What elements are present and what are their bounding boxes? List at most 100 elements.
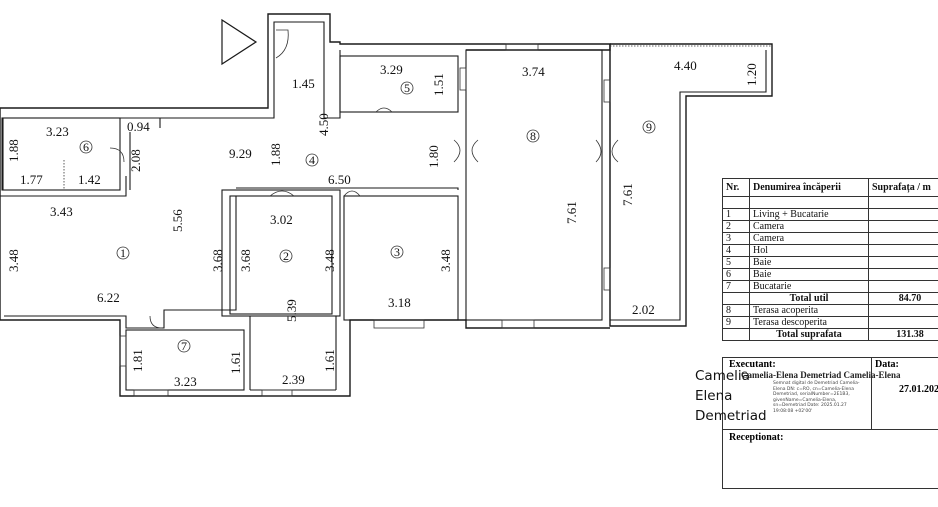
room-1-bottom <box>4 196 237 329</box>
dim-label: 3.43 <box>50 204 73 219</box>
window-8-9-a <box>603 79 611 103</box>
table-row: 5 Baie <box>722 256 938 269</box>
dim-label: 7.61 <box>564 201 579 224</box>
total-util-row: Total util 84.70 <box>722 292 938 305</box>
room-marker-9 <box>642 120 656 134</box>
executant-label: Executant: <box>729 359 776 370</box>
dim-label: 5.56 <box>170 209 185 232</box>
dim-label: 3.48 <box>322 249 337 272</box>
cell-nr: 9 <box>722 316 750 329</box>
room-5-walls <box>339 55 459 113</box>
dim-label: 1.61 <box>228 351 243 374</box>
signature-top: Executant: Data: Camelia-Elena Demetriad… <box>695 358 938 430</box>
door-room-2 <box>269 190 295 197</box>
room-marker-3 <box>390 245 404 259</box>
dim-label: 3.23 <box>174 374 197 389</box>
dimension-labels: 1.45 4.50 3.29 1.51 3.74 4.40 1.20 3.23 … <box>6 58 759 389</box>
door-room-3 <box>343 190 361 197</box>
outer-wall-left <box>0 108 610 397</box>
cell-area <box>868 208 938 221</box>
dim-label: 4.40 <box>674 58 697 73</box>
cell-nr: 2 <box>722 220 750 233</box>
room-marker-2 <box>279 249 293 263</box>
door-room-9-a <box>595 139 602 163</box>
room-marker-8 <box>526 129 540 143</box>
room-marker-1 <box>116 246 130 260</box>
cell-name: Living + Bucatarie <box>749 208 869 221</box>
dim-label: 3.48 <box>438 249 453 272</box>
dim-label: 3.02 <box>270 212 293 227</box>
room-marker-6 <box>79 140 93 154</box>
dim-label: 7.61 <box>620 183 635 206</box>
signature-block: Executant: Data: Camelia-Elena Demetriad… <box>695 357 938 489</box>
dim-label: 1.61 <box>322 349 337 372</box>
cell-name: Baie <box>749 256 869 269</box>
door-room-5 <box>375 107 393 113</box>
signer-line: Demetriad <box>695 408 767 424</box>
room-2-walls <box>229 195 333 315</box>
cell-area <box>868 244 938 257</box>
date-label: Data: <box>875 359 899 370</box>
cell-name <box>749 196 869 209</box>
outer-wall-right <box>609 43 773 327</box>
room-marker-7 <box>177 339 191 353</box>
window-room-2 <box>261 389 293 397</box>
dim-label: 3.68 <box>238 249 253 272</box>
room-6-walls <box>1 117 121 191</box>
room-marker-4 <box>305 153 319 167</box>
cell-empty <box>722 292 750 305</box>
hall-corridor <box>236 187 459 190</box>
dim-label: 1.88 <box>268 143 283 166</box>
dim-label: 1.80 <box>426 145 441 168</box>
dim-label: 3.29 <box>380 62 403 77</box>
digital-cert-text: Semnat digital de Demetriad Camelia-Elen… <box>773 381 860 414</box>
cell-name: Camera <box>749 232 869 245</box>
total-row: Total suprafata 131.38 <box>722 328 938 341</box>
room-number-1: 1 <box>120 246 126 260</box>
table-header-row: Nr. Denumirea încăperii Suprafața / m <box>722 178 938 197</box>
room-number-3: 3 <box>394 245 400 259</box>
dim-label: 0.94 <box>127 119 150 134</box>
dim-label: 2.02 <box>632 302 655 317</box>
dim-label: 2.39 <box>282 372 305 387</box>
col-header-name: Denumirea încăperii <box>749 178 869 197</box>
room-number-8: 8 <box>530 129 536 143</box>
table-row: 4 Hol <box>722 244 938 257</box>
table-row <box>722 196 938 209</box>
dim-label: 5.39 <box>284 299 299 322</box>
dim-label: 1.77 <box>20 172 43 187</box>
cell-name: Camera <box>749 220 869 233</box>
table-row: 2 Camera <box>722 220 938 233</box>
cell-area <box>868 256 938 269</box>
dim-label: 2.08 <box>128 149 143 172</box>
cell-name: Bucatarie <box>749 280 869 293</box>
outer-wall-top-left <box>0 13 611 109</box>
dim-label: 1.88 <box>6 139 21 162</box>
cell-nr <box>722 196 750 209</box>
cell-name: Hol <box>749 244 869 257</box>
cell-nr: 7 <box>722 280 750 293</box>
dim-label: 1.81 <box>130 349 145 372</box>
dim-label: 3.74 <box>522 64 545 79</box>
door-room-9-b <box>611 139 619 163</box>
room-number-2: 2 <box>283 249 289 263</box>
cell-area <box>868 280 938 293</box>
table-row: 6 Baie <box>722 268 938 281</box>
dim-label: 1.51 <box>431 73 446 96</box>
total-util-value: 84.70 <box>868 292 938 305</box>
window-room-3 <box>373 319 425 329</box>
cell-name: Terasa acoperita <box>749 304 869 317</box>
table-row: 8 Terasa acoperita <box>722 304 938 317</box>
executant-name: Camelia-Elena Demetriad Camelia-Elena <box>741 370 901 380</box>
col-header-nr: Nr. <box>722 178 750 197</box>
total-value: 131.38 <box>868 328 938 341</box>
room-number-4: 4 <box>309 153 315 167</box>
door-room-7 <box>149 315 163 329</box>
cell-nr: 5 <box>722 256 750 269</box>
door-room-8-a <box>453 139 461 163</box>
signer-line: Camelia <box>695 368 750 384</box>
door-room-8-b <box>471 139 479 163</box>
date-value: 27.01.2025 <box>899 384 938 395</box>
